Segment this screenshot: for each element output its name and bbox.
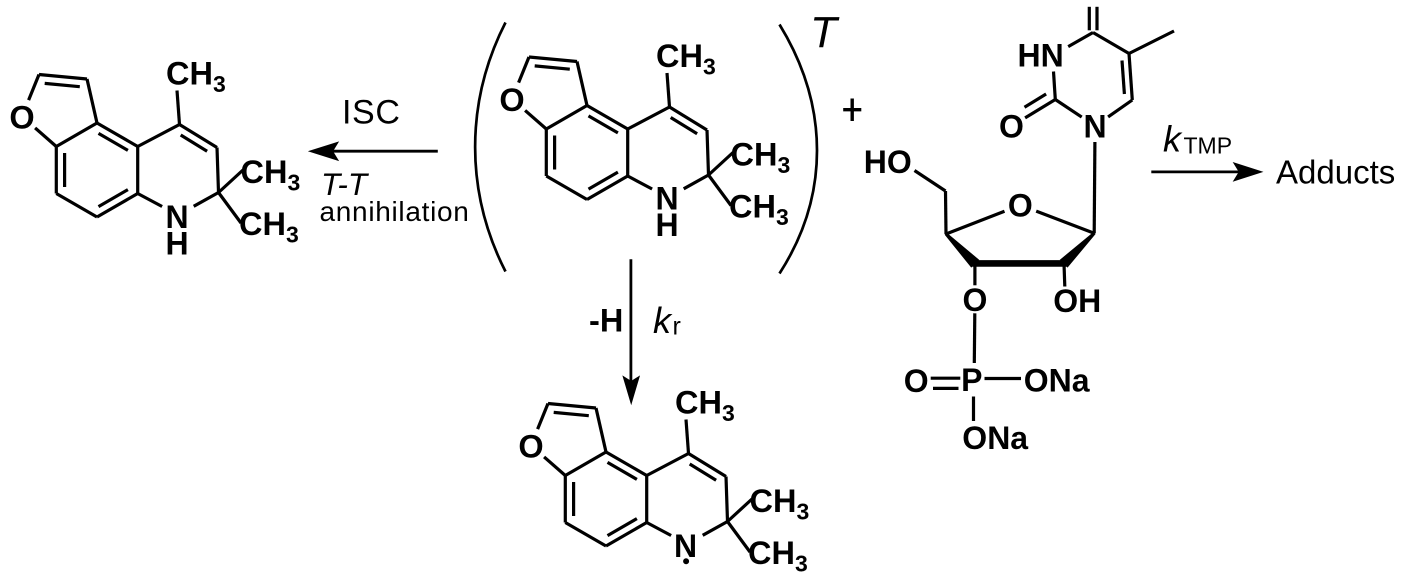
svg-text:OH: OH xyxy=(1053,283,1101,319)
svg-text:T: T xyxy=(810,8,840,57)
svg-text:O: O xyxy=(9,99,34,135)
svg-text:O: O xyxy=(518,428,543,464)
svg-text:CH3: CH3 xyxy=(239,206,299,248)
svg-text:N: N xyxy=(655,180,678,216)
svg-text:P: P xyxy=(961,362,982,398)
svg-text:O: O xyxy=(962,282,987,318)
svg-text:CH3: CH3 xyxy=(656,38,716,80)
svg-text:r: r xyxy=(673,313,681,341)
svg-text:O: O xyxy=(499,82,524,118)
svg-text:HN: HN xyxy=(1018,38,1064,74)
svg-text:CH3: CH3 xyxy=(748,535,808,577)
svg-text:O: O xyxy=(1008,187,1033,223)
svg-text:H: H xyxy=(165,225,188,261)
svg-text:CH3: CH3 xyxy=(675,384,735,426)
svg-text:ONa: ONa xyxy=(1024,363,1090,399)
svg-text:CH3: CH3 xyxy=(731,137,791,179)
svg-text:N: N xyxy=(165,199,188,235)
svg-text:k: k xyxy=(653,300,673,341)
svg-text:annihilation: annihilation xyxy=(320,196,470,227)
svg-text:N: N xyxy=(1083,108,1106,144)
svg-text:Adducts: Adducts xyxy=(1276,154,1395,191)
svg-text:CH3: CH3 xyxy=(166,55,226,97)
svg-text:CH3: CH3 xyxy=(241,154,301,196)
svg-text:-H: -H xyxy=(589,303,623,339)
svg-text:ISC: ISC xyxy=(342,94,400,132)
svg-text:CH3: CH3 xyxy=(750,483,810,525)
svg-text:T-T: T-T xyxy=(321,166,370,202)
svg-text:N: N xyxy=(674,528,697,564)
svg-text:O: O xyxy=(904,363,929,399)
svg-text:H: H xyxy=(655,207,678,243)
svg-text:ONa: ONa xyxy=(962,420,1028,456)
svg-text:TMP: TMP xyxy=(1184,133,1233,159)
svg-text:HO: HO xyxy=(864,144,912,180)
svg-text:CH3: CH3 xyxy=(729,189,789,231)
svg-text:k: k xyxy=(1163,119,1183,160)
svg-text:O: O xyxy=(999,109,1024,145)
